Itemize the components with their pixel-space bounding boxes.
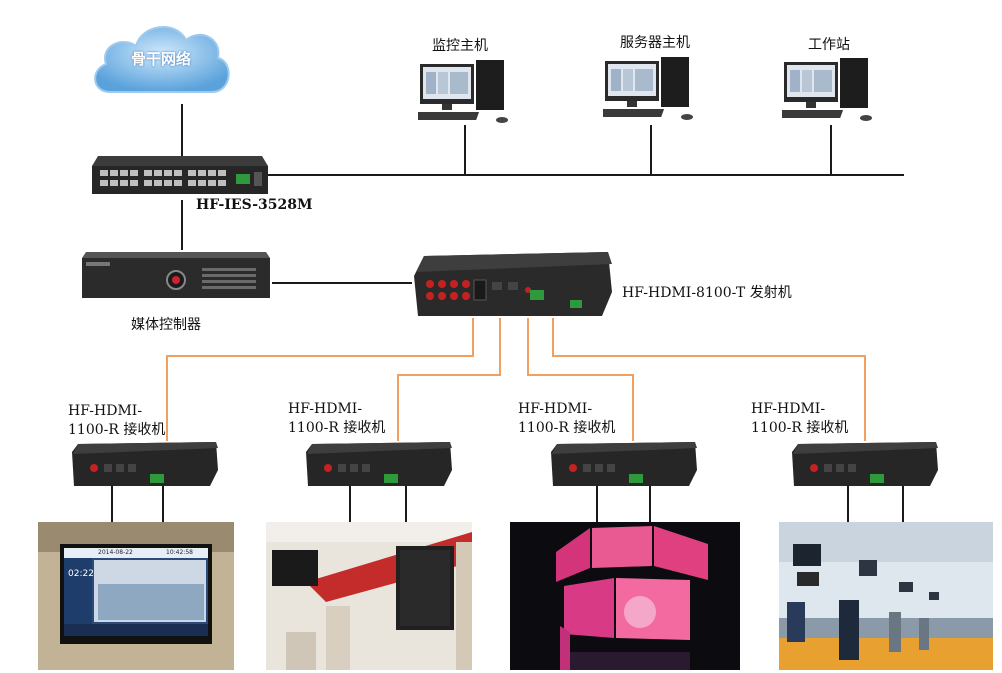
server-host-computer (591, 57, 699, 125)
receiver-icon (792, 442, 938, 486)
receiver-2-label: HF-HDMI- 1100-R 接收机 (288, 401, 386, 436)
computer-icon (591, 57, 693, 120)
workstation-label: 工作站 (808, 37, 850, 53)
tv-screen-date: 2014-08-22 (98, 549, 133, 556)
transmitter-icon (414, 252, 612, 316)
monitor-host-computer (406, 60, 514, 128)
cloud-icon (94, 26, 230, 93)
wall-tv-image (38, 522, 234, 670)
computer-icon (770, 58, 872, 121)
led-cylinder-image (510, 522, 740, 670)
computer-icon (406, 60, 508, 123)
receiver-icon (306, 442, 452, 486)
receiver-icon (72, 442, 218, 486)
transmitter-device (412, 250, 614, 320)
tv-screen-clock: 10:42:58 (166, 549, 193, 556)
photo-hall-displays (266, 522, 472, 670)
tv-screen-time: 02:22 (68, 569, 94, 579)
media-controller-device (80, 250, 272, 302)
fiber-lines (166, 318, 866, 441)
media-controller-label: 媒体控制器 (131, 317, 201, 333)
fiber-to-rx4 (552, 318, 866, 441)
monitor-host-label: 监控主机 (432, 38, 488, 54)
fiber-to-rx3 (527, 318, 634, 441)
media-controller-icon (82, 252, 270, 298)
receiver-4-label: HF-HDMI- 1100-R 接收机 (751, 401, 849, 436)
fiber-to-rx2 (397, 318, 501, 441)
receiver-3-label: HF-HDMI- 1100-R 接收机 (518, 401, 616, 436)
airport-counter-image (779, 522, 993, 670)
switch-icon (92, 156, 268, 194)
photo-wall-tv: 02:22 2014-08-22 10:42:58 (38, 522, 234, 670)
switch-label: HF-IES-3528M (196, 197, 313, 213)
hall-displays-image (266, 522, 472, 670)
receiver-2-device (304, 440, 454, 488)
receiver-1-label: HF-HDMI- 1100-R 接收机 (68, 403, 166, 438)
cloud-label: 骨干网络 (130, 50, 191, 68)
server-host-label: 服务器主机 (620, 35, 690, 51)
fiber-to-rx1 (166, 318, 474, 441)
receiver-3-device (549, 440, 699, 488)
workstation-computer (770, 58, 878, 126)
ethernet-lines (111, 104, 904, 522)
receiver-1-device (70, 440, 220, 488)
switch-device (90, 152, 270, 200)
photo-led-cylinder (510, 522, 740, 670)
receiver-4-device (790, 440, 940, 488)
transmitter-label: HF-HDMI-8100-T 发射机 (622, 285, 792, 301)
photo-airport-counter (779, 522, 993, 670)
receiver-icon (551, 442, 697, 486)
